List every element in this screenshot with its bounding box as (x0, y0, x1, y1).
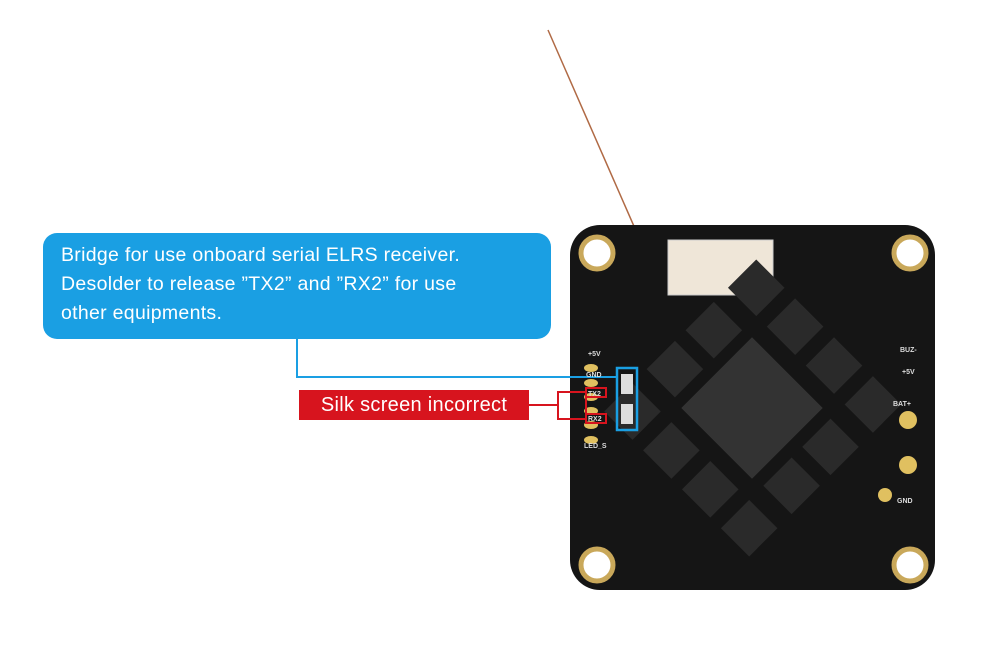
silk-led: LED_S (584, 443, 607, 450)
chips (604, 259, 902, 557)
tx2-highlight (585, 387, 607, 398)
silk-gnd: GND (897, 498, 913, 505)
silk-left-gnd: GND (586, 372, 602, 379)
bridge-callout: Bridge for use onboard serial ELRS recei… (43, 233, 551, 339)
silk-screen-warning-label: Silk screen incorrect (299, 390, 529, 420)
warning-bracket (557, 391, 587, 420)
bridge-pad (621, 404, 633, 424)
bridge-highlight (615, 366, 639, 432)
silk-left-5v: +5V (588, 351, 601, 358)
rx2-highlight (585, 413, 607, 424)
silk-rx2: RX2 (588, 416, 602, 423)
callout-line-1: Bridge for use onboard serial ELRS recei… (61, 244, 461, 266)
callout-line-2: Desolder to release ”TX2” and ”RX2” for … (61, 273, 457, 295)
mounting-holes (578, 234, 929, 584)
silk-right-5v: +5V (902, 369, 915, 376)
silk-buz: BUZ- (900, 347, 917, 354)
callout-leader-line (296, 339, 617, 378)
antenna-wire (547, 29, 641, 241)
silk-bat: BAT+ (893, 401, 911, 408)
callout-line-3: other equipments. (61, 302, 223, 324)
silk-tx2: TX2 (588, 391, 601, 398)
bridge-pad (621, 374, 633, 394)
